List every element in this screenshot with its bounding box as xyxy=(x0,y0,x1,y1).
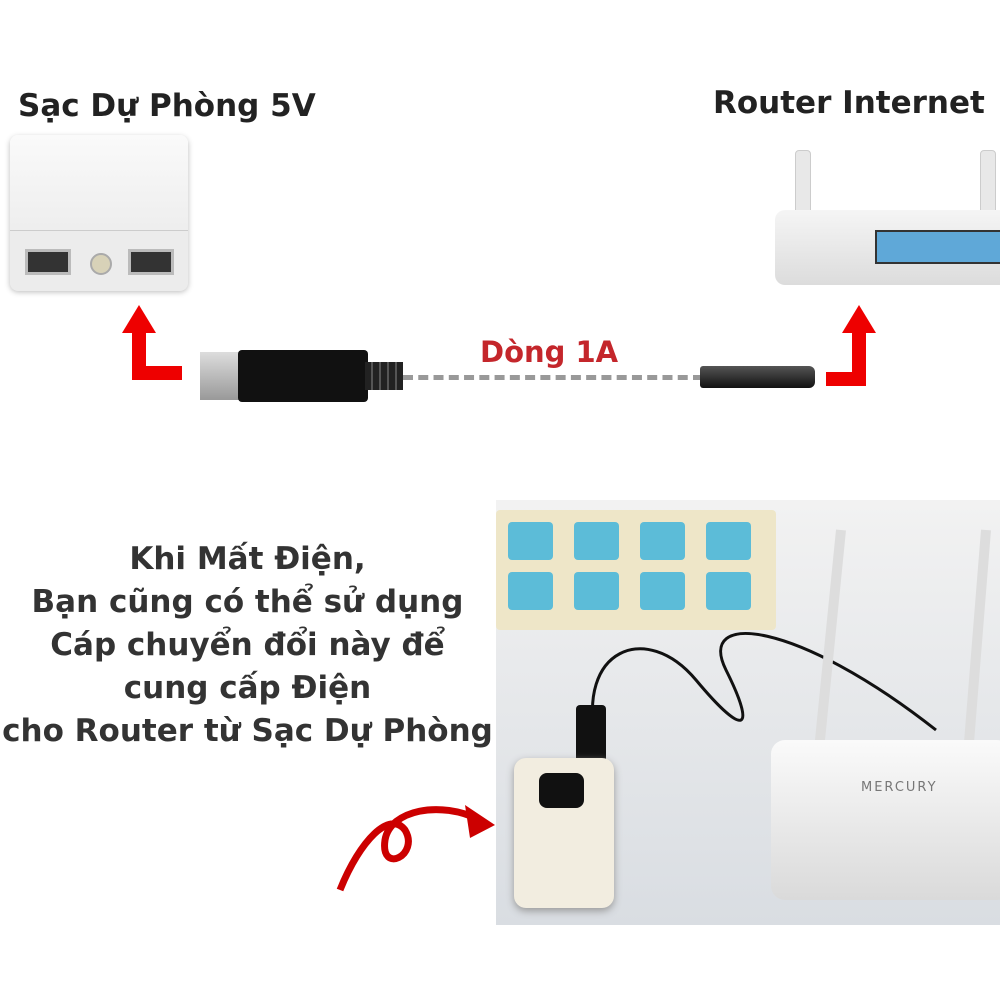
swirl-arrow-icon xyxy=(336,805,495,892)
usb-port-icon xyxy=(128,249,174,275)
power-bank-label: Sạc Dự Phòng 5V xyxy=(18,88,316,124)
usb-port-icon xyxy=(25,249,71,275)
description-text: Khi Mất Điện, Bạn cũng có thể sử dụng Cá… xyxy=(2,541,493,749)
router-label: Router Internet xyxy=(713,85,985,121)
power-button-icon xyxy=(90,253,112,275)
power-bank-image xyxy=(10,135,188,291)
router-image xyxy=(775,150,1000,285)
router-photo: MERCURY xyxy=(771,740,1000,900)
ethernet-ports xyxy=(875,230,1000,264)
power-strip xyxy=(496,510,776,630)
arrow-up-right-icon xyxy=(852,330,866,385)
usage-photo: MERCURY xyxy=(496,500,1000,925)
current-label: Dòng 1A xyxy=(480,335,619,369)
power-bank-photo xyxy=(514,758,614,908)
usb-plug xyxy=(200,352,240,400)
cable-line xyxy=(403,375,703,380)
dc-plug xyxy=(700,366,815,388)
cable-converter xyxy=(238,350,368,402)
